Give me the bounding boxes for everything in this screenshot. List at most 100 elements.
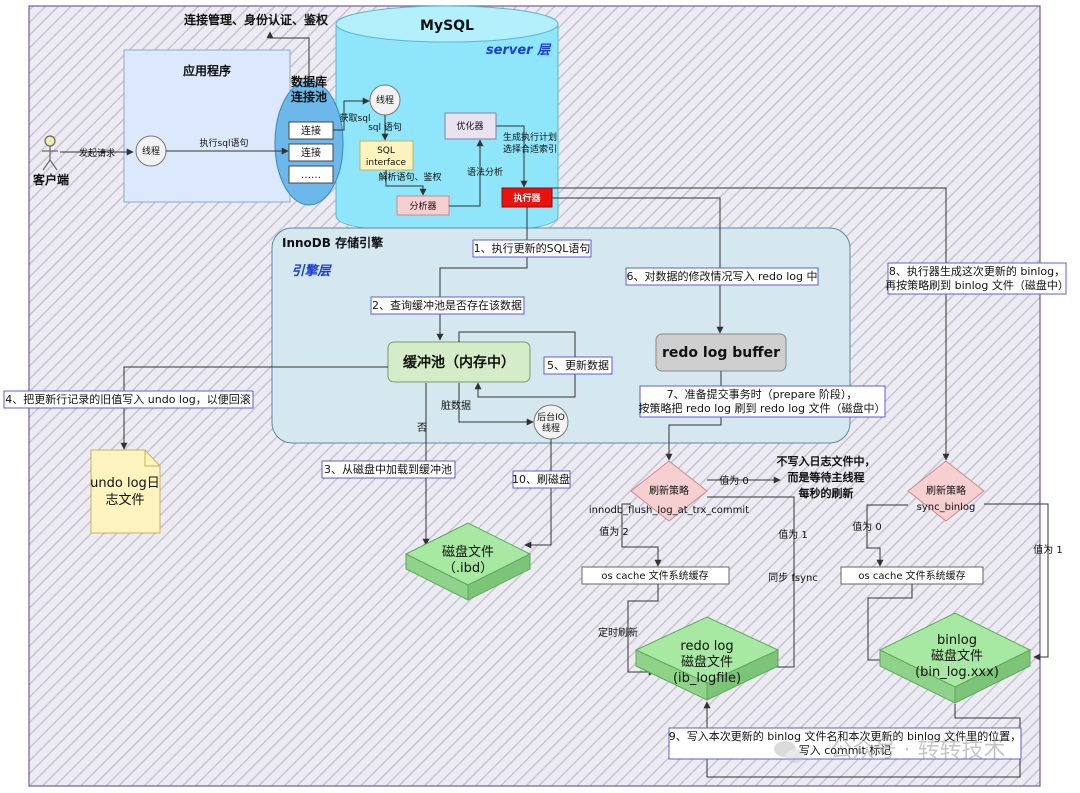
sync-fsync-label: 同步 fsync [768, 572, 818, 584]
step9-box [668, 727, 1022, 760]
dirty-to-bgio-arrow [458, 383, 534, 426]
os-cache-box [581, 566, 730, 585]
step7-label-2: 按策略把 redo log 刷到 redo log 文件（磁盘中） [638, 401, 885, 415]
binlog-strategy-label: 刷新策略 [926, 484, 966, 497]
app-title: 应用程序 [183, 63, 231, 78]
pool-label-2: 连接池 [291, 89, 327, 104]
conn-to-server-thread-arrow [333, 97, 370, 131]
step7-box [639, 385, 886, 418]
dirty-label: 脏数据 [441, 399, 471, 412]
mysql-cylinder-top [335, 5, 559, 43]
timed-flush-arrow [627, 584, 659, 676]
binlog-flush-strategy-diamond [907, 460, 985, 522]
conn-label-2: 连接 [301, 146, 321, 159]
plan-label-2: 选择合适索引 [503, 143, 557, 155]
conn-box-2 [288, 143, 334, 162]
ibd-label-2: （.ibd） [443, 561, 493, 576]
oscache2-to-binlog-arrow [867, 584, 913, 664]
ibd-disk-file [404, 522, 532, 601]
sql-interface-label-2: interface [366, 158, 407, 168]
step2-box [370, 296, 525, 315]
executor-to-redo-buffer-arrow [552, 197, 724, 334]
step5-label: 5、更新数据 [547, 358, 609, 372]
conn-label-1: 连接 [301, 124, 321, 137]
executor-label: 执行器 [513, 192, 541, 204]
redo-file-label-2: 磁盘文件 [681, 654, 733, 670]
bg-io-label-2: 线程 [542, 422, 560, 434]
server-thread-label: 线程 [376, 94, 394, 106]
parse-label: 解析语句、鉴权 [378, 171, 441, 183]
step10-label: 10、刷磁盘 [512, 472, 570, 486]
optimizer-box [444, 112, 497, 140]
redo-log-disk-file [634, 616, 780, 701]
analyzer-to-optimizer-arrow [449, 139, 484, 207]
step1-label: 1、执行更新的SQL语句 [474, 241, 591, 255]
optimizer-label: 优化器 [456, 120, 483, 132]
not-write-label-1: 不写入日志文件中， [777, 454, 876, 468]
binlog-file-label-3: (bin_log.xxx) [915, 665, 999, 680]
step8-label-1: 8、执行器生成这次更新的 binlog， [889, 264, 1065, 278]
optimizer-to-executor-arrow [496, 125, 528, 188]
top-note: 连接管理、身份认证、鉴权 [184, 12, 329, 27]
analyzer-label: 分析器 [409, 200, 436, 212]
step1-box [472, 239, 592, 258]
timed-flush-label: 定时刷新 [598, 626, 638, 639]
undo-log-file [90, 449, 161, 534]
step5-box [543, 356, 613, 375]
v0-label: 值为 0 [719, 474, 749, 487]
v2-label: 值为 2 [599, 525, 629, 538]
innodb-title: InnoDB 存储引擎 [282, 235, 383, 250]
sql-interface-label-1: SQL [377, 146, 395, 156]
binlog-file-label-2: 磁盘文件 [931, 648, 983, 664]
v2-arrow [621, 503, 662, 567]
no-label: 否 [417, 422, 427, 434]
bg-io-label-1: 后台IO [537, 411, 565, 423]
conn-box-3 [288, 165, 334, 184]
sql-stmt-label: sql 语句 [368, 121, 402, 133]
v1-label: 值为 1 [778, 528, 808, 541]
flush-param-label: innodb_flush_log_at_trx_commit [589, 505, 749, 516]
step6-box [625, 267, 819, 286]
binlog-disk-file [878, 612, 1032, 704]
not-write-label-2: 而是等待主线程 [788, 470, 865, 484]
step2-label: 2、查询缓冲池是否存在该数据 [372, 298, 522, 312]
engine-layer-label: 引擎层 [291, 263, 332, 279]
server-layer-label: server 层 [486, 43, 552, 58]
sql-interface-box [359, 140, 414, 171]
step8-box [887, 262, 1067, 295]
executor-to-binlog-arrow [552, 187, 950, 461]
step10-box [512, 470, 571, 489]
buffer-to-undo-arrow [120, 366, 388, 450]
undo-file-label-2: 志文件 [105, 493, 144, 508]
wechat-icon [774, 741, 804, 763]
bv0-label: 值为 0 [852, 520, 882, 533]
step3-box [321, 460, 456, 479]
interface-to-analyzer-arrow [385, 170, 427, 196]
step7-label-1: 7、准备提交事务时（prepare 阶段）， [667, 387, 858, 401]
not-write-label-3: 每秒的刷新 [799, 486, 854, 500]
client-icon [42, 135, 58, 171]
watermark-label: 公众号 · 转转技术 [831, 738, 1006, 763]
get-sql-label: 获取sql [340, 113, 371, 124]
app-box [123, 49, 291, 203]
app-thread-label: 线程 [142, 145, 160, 157]
pool-label-1: 数据库 [291, 74, 327, 89]
buffer-pool-label: 缓冲池（内存中） [403, 354, 515, 371]
undo-log-file-corner [144, 450, 160, 467]
syntax-label: 语法分析 [467, 166, 503, 178]
plan-label-1: 生成执行计划 [503, 131, 557, 143]
redo-strategy-label: 刷新策略 [649, 484, 689, 497]
conn-label-3: …… [301, 170, 321, 181]
step6-label: 6、对数据的修改情况写入 redo log 中 [626, 269, 817, 283]
step4-label: 4、把更新行记录的旧值写入 undo log，以便回滚 [5, 392, 250, 406]
bv0-arrow [866, 504, 908, 567]
step4-box [3, 390, 254, 409]
redo-file-label-3: (ib_logfile) [673, 671, 741, 686]
step3-label: 3、从磁盘中加载到缓冲池 [324, 462, 452, 476]
os-cache-label: os cache 文件系统缓存 [601, 569, 708, 582]
pool-to-note-arrow [266, 31, 310, 81]
redo-file-label-1: redo log [680, 639, 733, 654]
step9-label-2: 写入 commit 标记 [799, 743, 892, 757]
